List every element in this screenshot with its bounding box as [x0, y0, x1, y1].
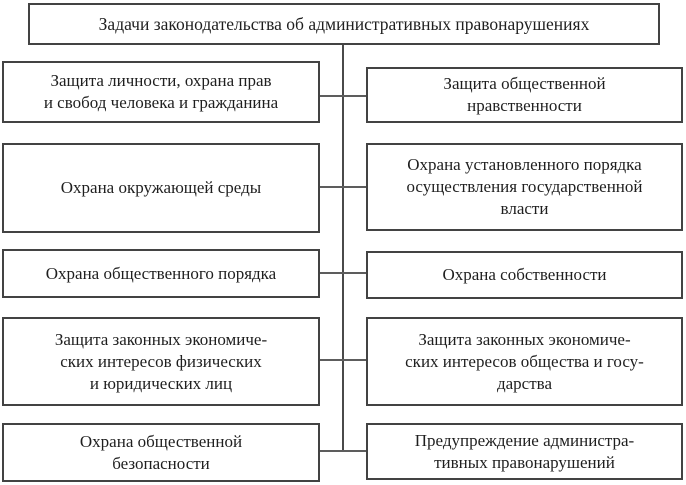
task-box-public-morality: Защита общественной нравственности [366, 67, 683, 123]
task-box-label: Защита общественной нравственности [443, 74, 606, 115]
task-box-label: Защита личности, охрана прав и свобод че… [43, 71, 279, 112]
task-box-label: Охрана окружающей среды [60, 178, 262, 197]
task-box-public-order: Охрана общественного порядка [2, 249, 320, 298]
connector-row-5 [316, 450, 370, 452]
diagram-title: Задачи законодательства об административ… [98, 14, 590, 34]
task-box-environment: Охрана окружающей среды [2, 143, 320, 233]
task-box-label: Охрана общественной безопасности [79, 431, 243, 473]
task-box-property-protection: Охрана собственности [366, 251, 683, 299]
task-box-economic-interests-society: Защита законных экономиче- ских интересо… [366, 317, 683, 406]
task-box-label: Охрана установленного порядка осуществле… [406, 155, 643, 218]
task-box-label: Предупреждение администра- тивных правон… [414, 430, 635, 472]
task-box-label: Защита законных экономиче- ских интересо… [54, 329, 268, 393]
task-box-label: Защита законных экономиче- ских интересо… [405, 329, 644, 393]
task-box-label: Охрана общественного порядка [45, 263, 277, 283]
connector-row-2 [316, 186, 370, 188]
task-box-label: Охрана собственности [442, 265, 607, 284]
task-box-offense-prevention: Предупреждение администра- тивных правон… [366, 423, 683, 480]
connector-row-1 [316, 95, 370, 97]
task-box-economic-interests-individuals: Защита законных экономиче- ских интересо… [2, 317, 320, 406]
task-box-personal-rights: Защита личности, охрана прав и свобод че… [2, 61, 320, 123]
task-box-public-safety: Охрана общественной безопасности [2, 423, 320, 482]
task-box-state-power-order: Охрана установленного порядка осуществле… [366, 143, 683, 231]
central-trunk-line [342, 45, 344, 452]
connector-row-3 [316, 272, 370, 274]
diagram-root-box: Задачи законодательства об административ… [28, 3, 660, 45]
connector-row-4 [316, 359, 370, 361]
